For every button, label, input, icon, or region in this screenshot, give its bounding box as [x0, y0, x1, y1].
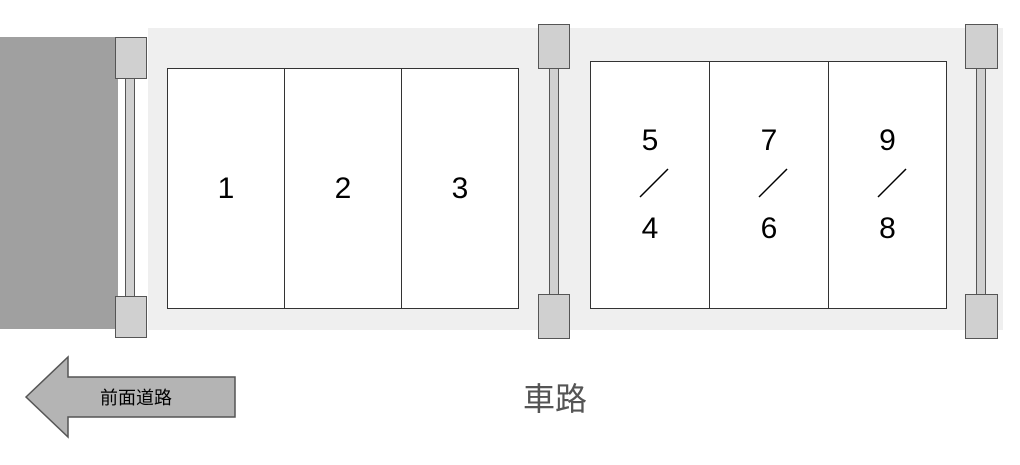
right-top-pillar: [965, 24, 998, 69]
left-rail: [125, 78, 135, 298]
slash-divider: [876, 168, 907, 198]
upper-space-number: 5: [641, 124, 659, 157]
lower-space-number: 4: [641, 212, 659, 245]
parking-space-9-8[interactable]: 9 8: [828, 61, 947, 309]
lower-space-number: 8: [879, 212, 896, 245]
middle-top-pillar: [538, 24, 570, 69]
driveway-label: 車路: [522, 380, 587, 418]
right-rail: [976, 68, 986, 298]
right-bottom-pillar: [965, 294, 998, 339]
space-number: 3: [451, 171, 469, 205]
lower-space-number: 6: [760, 212, 778, 245]
adjacent-building: [0, 37, 118, 329]
middle-rail: [549, 68, 559, 298]
slash-divider: [758, 168, 788, 198]
front-road-label: 前面道路: [100, 388, 172, 409]
parking-space-3[interactable]: 3: [401, 68, 519, 309]
front-road-arrow-icon: [24, 355, 236, 439]
parking-space-7-6[interactable]: 7 6: [709, 61, 829, 309]
space-number: 2: [334, 171, 352, 205]
slash-divider: [639, 168, 669, 198]
parking-space-1[interactable]: 1: [167, 68, 285, 309]
left-bottom-pillar: [115, 296, 147, 338]
parking-space-5-4[interactable]: 5 4: [590, 61, 710, 309]
upper-space-number: 7: [760, 124, 778, 157]
middle-bottom-pillar: [538, 294, 570, 339]
parking-space-2[interactable]: 2: [284, 68, 402, 309]
upper-space-number: 9: [879, 124, 896, 157]
left-top-pillar: [115, 37, 147, 79]
space-number: 1: [217, 171, 235, 205]
